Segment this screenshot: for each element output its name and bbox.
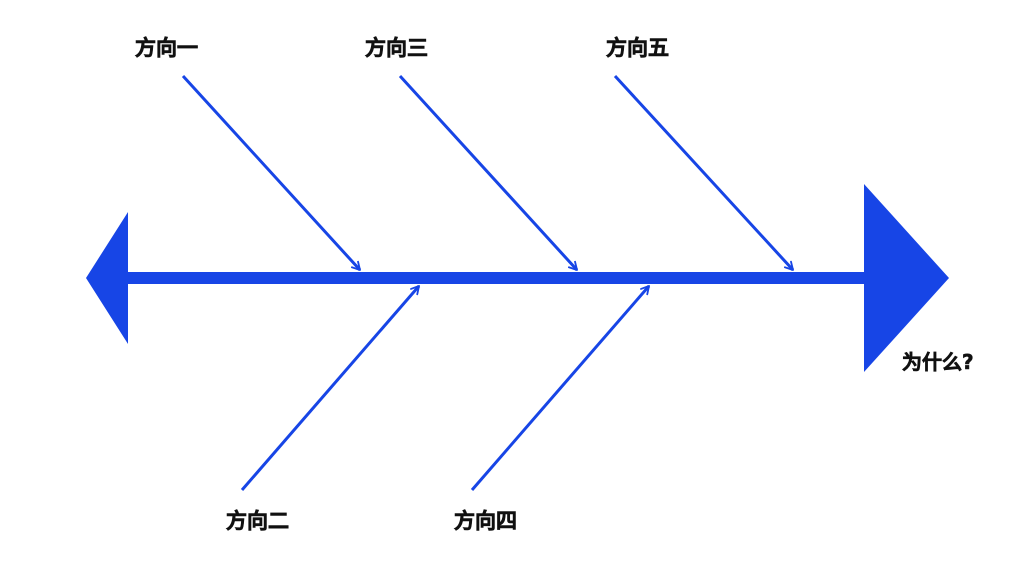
bone-top-3 bbox=[613, 74, 795, 272]
label-direction-3: 方向三 bbox=[365, 36, 429, 60]
bone-top-2 bbox=[398, 74, 579, 272]
label-direction-1: 方向一 bbox=[135, 36, 199, 60]
label-direction-4: 方向四 bbox=[454, 509, 518, 533]
spine-line bbox=[122, 272, 874, 284]
label-direction-2: 方向二 bbox=[226, 509, 290, 533]
bone-bottom-2 bbox=[470, 285, 651, 491]
bone-top-1 bbox=[181, 74, 362, 272]
bone-bottom-1 bbox=[240, 285, 421, 491]
label-direction-5: 方向五 bbox=[606, 36, 670, 60]
label-why: 为什么? bbox=[902, 350, 974, 374]
tail-arrowhead bbox=[86, 212, 128, 344]
head-arrowhead bbox=[864, 184, 949, 372]
